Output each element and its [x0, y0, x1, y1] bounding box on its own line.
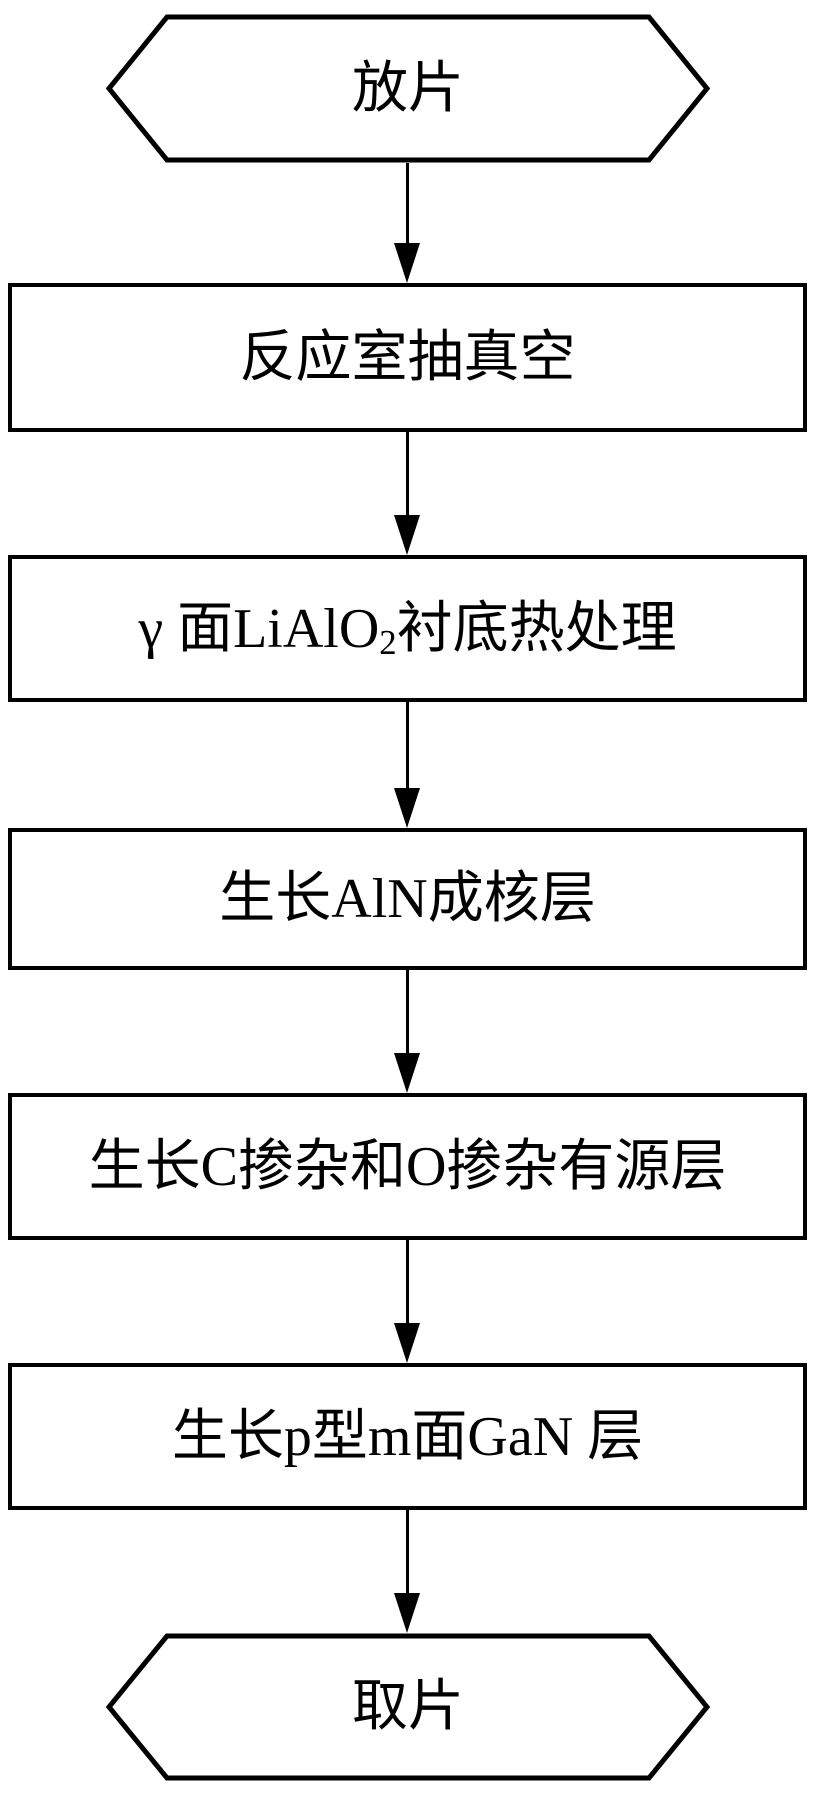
node-label: 生长p型m面GaN 层 — [171, 1405, 644, 1468]
arrow-head-icon — [394, 1593, 420, 1633]
node-label: 生长C掺杂和O掺杂有源层 — [88, 1135, 727, 1198]
arrow-head-icon — [394, 1323, 420, 1363]
node-label: 取片 — [352, 1676, 464, 1738]
node-grow-p-type-gan-layer: 生长p型m面GaN 层 — [8, 1363, 807, 1510]
node-end-unload-wafer: 取片 — [106, 1633, 710, 1781]
flow-arrow-4 — [394, 970, 420, 1093]
node-grow-doped-active-layer: 生长C掺杂和O掺杂有源层 — [8, 1093, 807, 1240]
flow-arrow-3 — [394, 702, 420, 828]
hexagon-shape — [106, 1633, 710, 1781]
label-suffix: 衬底热处理 — [396, 597, 677, 660]
flow-arrow-6 — [394, 1510, 420, 1633]
node-label: γ 面LiAlO2衬底热处理 — [138, 597, 677, 660]
flow-arrow-2 — [394, 432, 420, 555]
arrow-shaft — [405, 163, 409, 243]
arrow-shaft — [405, 1240, 409, 1323]
arrow-head-icon — [394, 243, 420, 283]
node-label: 反应室抽真空 — [239, 326, 576, 389]
arrow-shaft — [405, 702, 409, 788]
node-grow-aln-nucleation-layer: 生长AlN成核层 — [8, 828, 807, 970]
node-evacuate-chamber: 反应室抽真空 — [8, 283, 807, 432]
arrow-shaft — [405, 1510, 409, 1593]
arrow-head-icon — [394, 515, 420, 555]
hexagon-shape — [106, 14, 710, 163]
label-subscript: 2 — [379, 623, 397, 663]
arrow-head-icon — [394, 788, 420, 828]
arrow-shaft — [405, 970, 409, 1053]
flow-arrow-5 — [394, 1240, 420, 1363]
node-start-load-wafer: 放片 — [106, 14, 710, 163]
arrow-head-icon — [394, 1053, 420, 1093]
flow-arrow-1 — [394, 163, 420, 283]
label-prefix: γ 面LiAlO — [138, 597, 380, 660]
node-substrate-heat-treatment: γ 面LiAlO2衬底热处理 — [8, 555, 807, 702]
arrow-shaft — [405, 432, 409, 515]
node-label: 放片 — [352, 57, 464, 120]
node-label: 生长AlN成核层 — [219, 868, 596, 930]
